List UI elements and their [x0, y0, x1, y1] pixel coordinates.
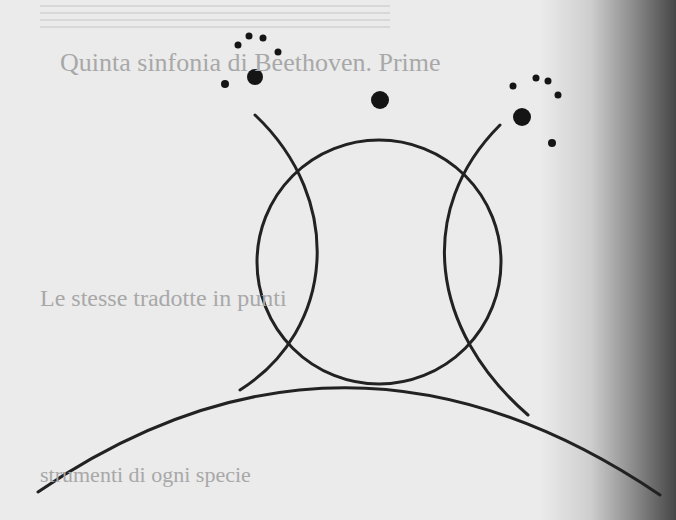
show-through-text: Le stesse tradotte in punti [40, 285, 287, 312]
show-through-text: strumenti di ogni specie [40, 462, 251, 488]
right-arc [444, 125, 528, 415]
left-arc [240, 115, 317, 390]
circle [257, 140, 501, 384]
show-through-text: Quinta sinfonia di Beethoven. Prime [60, 48, 441, 78]
ground-arc [38, 388, 660, 495]
faint-staff [40, 6, 390, 27]
